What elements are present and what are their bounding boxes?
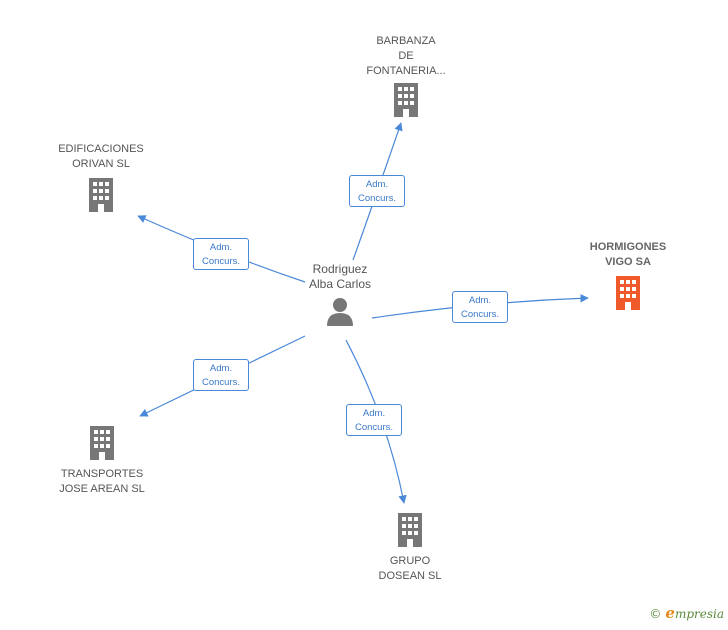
company-name: EDIFICACIONES ORIVAN SL [58, 143, 144, 170]
building-icon [394, 83, 418, 117]
relation-label-grupo[interactable]: Adm. Concurs. [346, 404, 402, 436]
relation-label-barbanza[interactable]: Adm. Concurs. [349, 175, 405, 207]
person-node[interactable]: Rodriguez Alba Carlos [290, 262, 390, 331]
brand-logo: ©empresia [649, 604, 724, 622]
relation-role: Adm. [209, 242, 233, 253]
relation-role: Adm. [209, 363, 233, 374]
person-name: Rodriguez Alba Carlos [308, 262, 372, 291]
relation-type: Concurs. [354, 422, 393, 433]
relation-type: Concurs. [460, 309, 499, 320]
company-node-barbanza[interactable]: BARBANZA DE FONTANERIA... [358, 34, 454, 122]
building-icon [398, 513, 422, 547]
relation-label-transportes[interactable]: Adm. Concurs. [193, 359, 249, 391]
relation-label-hormigones[interactable]: Adm. Concurs. [452, 291, 508, 323]
brand-initial: e [665, 604, 675, 622]
brand-name: mpresia [674, 607, 724, 621]
relation-role: Adm. [362, 408, 386, 419]
company-node-grupo[interactable]: GRUPO DOSEAN SL [362, 513, 458, 584]
company-name: BARBANZA DE FONTANERIA... [366, 35, 446, 77]
relation-type: Concurs. [357, 193, 396, 204]
company-name: HORMIGONES VIGO SA [589, 241, 667, 268]
company-name: GRUPO DOSEAN SL [378, 555, 442, 582]
company-name: TRANSPORTES JOSE AREAN SL [59, 468, 145, 495]
relation-role: Adm. [365, 179, 389, 190]
relation-role: Adm. [468, 295, 492, 306]
person-icon [327, 298, 353, 326]
relation-type: Concurs. [201, 377, 240, 388]
building-icon [90, 426, 114, 460]
copyright-icon: © [649, 607, 662, 621]
building-icon [616, 276, 640, 310]
company-node-edificaciones[interactable]: EDIFICACIONES ORIVAN SL [48, 142, 154, 217]
relation-label-edificaciones[interactable]: Adm. Concurs. [193, 238, 249, 270]
relation-type: Concurs. [201, 256, 240, 267]
building-icon [89, 178, 113, 212]
company-node-transportes[interactable]: TRANSPORTES JOSE AREAN SL [52, 426, 152, 497]
company-node-hormigones[interactable]: HORMIGONES VIGO SA [580, 240, 676, 315]
